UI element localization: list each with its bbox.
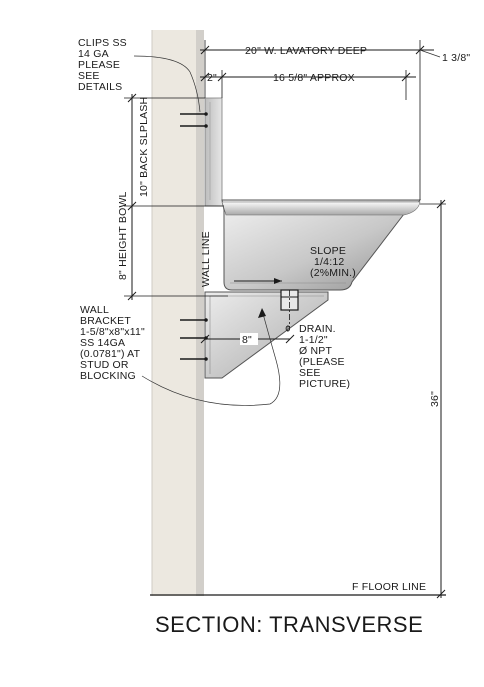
lip-label: 1 3/8" [442, 52, 470, 64]
bowl-height-label: 8" HEIGHT BOWL [117, 191, 129, 280]
wall-line-label: WALL LINE [200, 231, 212, 287]
section-title: SECTION: TRANSVERSE [155, 612, 423, 637]
clips-line-4: SEE [78, 70, 100, 82]
bowl-depth-label: 16 5/8" APPROX [273, 72, 355, 84]
drain-fitting [280, 289, 299, 330]
bracket-line-7: BLOCKING [80, 370, 136, 382]
overall-depth-label: 20" W. LAVATORY DEEP [245, 45, 367, 57]
wall-bracket-callout: WALL BRACKET 1-5/8"x8"x11" SS 14GA (0.07… [80, 304, 281, 406]
drain-line-3: Ø NPT [299, 345, 332, 357]
drain-line-2: 1-1/2" [299, 334, 328, 346]
drain-line-5: SEE [299, 367, 321, 379]
clips-line-1: CLIPS SS [78, 37, 127, 49]
top-dimension-lines [200, 40, 441, 200]
back-splash [204, 97, 227, 207]
back-splash-label: 10" BACK SLPLASH [138, 97, 150, 197]
bracket-line-1: WALL [80, 304, 109, 316]
drain-cl-mark: ¢ [285, 324, 291, 335]
bracket-line-3: 1-5/8"x8"x11" [80, 326, 145, 338]
clips-line-2: 14 GA [78, 48, 109, 60]
drain-line-4: (PLEASE [299, 356, 345, 368]
floor-line-label: F FLOOR LINE [352, 581, 426, 593]
bracket-line-5: (0.0781") AT [80, 348, 141, 360]
clips-line-5: DETAILS [78, 81, 122, 93]
drain-line-1: DRAIN. [299, 323, 336, 335]
wall-section [151, 30, 204, 596]
clip-fasteners [180, 112, 208, 128]
left-dimension-lines [124, 93, 228, 301]
floor-height-label: 36" [429, 391, 441, 407]
slope-line-3: (2%MIN.) [310, 267, 356, 279]
clips-callout: CLIPS SS 14 GA PLEASE SEE DETAILS [78, 37, 201, 113]
bracket-width-dimension [200, 333, 295, 345]
bracket-line-6: STUD OR [80, 359, 129, 371]
lavatory-bowl [221, 199, 421, 291]
splash-offset-label: 2" [207, 72, 217, 84]
slope-line-2: 1/4:12 [314, 256, 344, 268]
drain-callout: ¢ DRAIN. 1-1/2" Ø NPT (PLEASE SEE PICTUR… [285, 323, 350, 390]
drain-line-6: PICTURE) [299, 378, 350, 390]
slope-callout: SLOPE 1/4:12 (2%MIN.) [234, 245, 356, 284]
bracket-line-4: SS 14GA [80, 337, 125, 349]
floor-height-dimension [420, 199, 446, 599]
bracket-width-label: 8" [242, 334, 252, 346]
bracket-line-2: BRACKET [80, 315, 131, 327]
clips-line-3: PLEASE [78, 59, 120, 71]
slope-line-1: SLOPE [310, 245, 346, 257]
